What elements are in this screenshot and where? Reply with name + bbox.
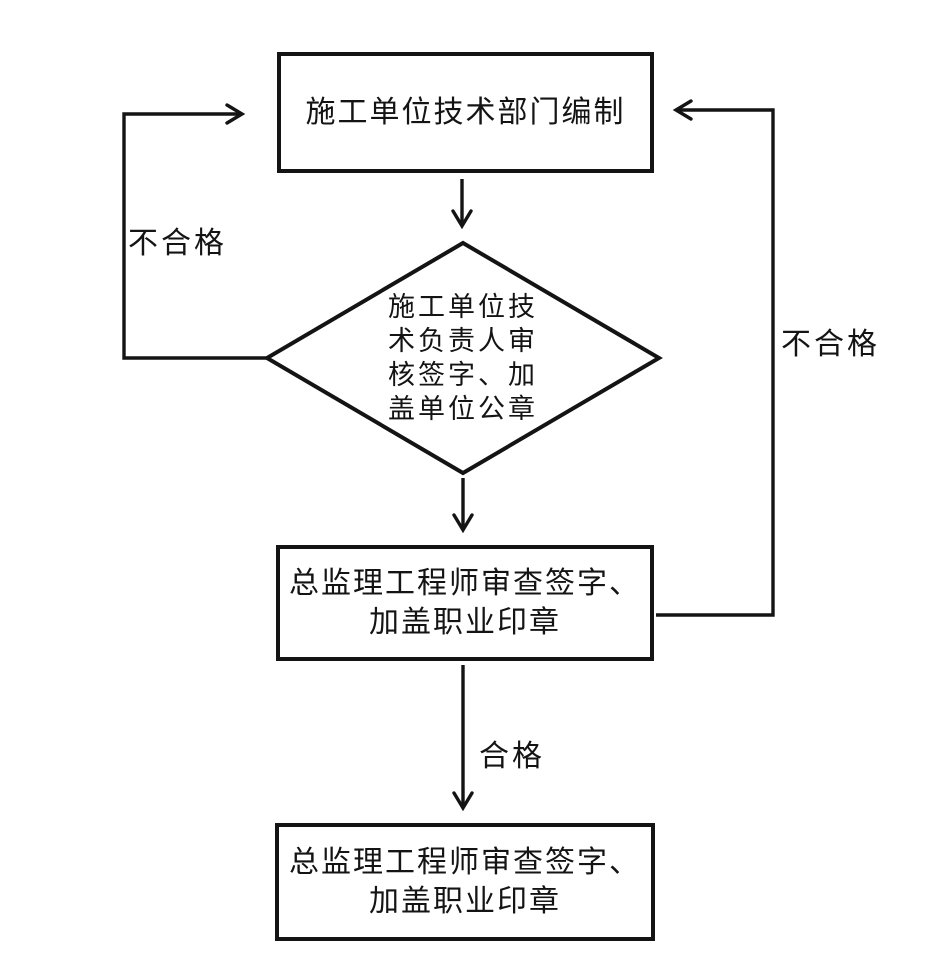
node-middle-box: 总监理工程师审查签字、 加盖职业印章 [276, 545, 654, 661]
edge-label-fail-left: 不合格 [128, 227, 227, 260]
node-top-box: 施工单位技术部门编制 [277, 52, 654, 173]
node-decision-diamond-label: 施工单位技 术负责人审 核签字、加 盖单位公章 [388, 292, 538, 424]
edge-label-fail-right: 不合格 [781, 328, 880, 361]
arrow-fail-loop-right [656, 99, 775, 617]
arrow-fail-loop-left [122, 103, 267, 360]
node-bottom-box: 总监理工程师审查签字、 加盖职业印章 [275, 823, 655, 941]
edge-label-pass: 合格 [479, 740, 545, 773]
decision-diamond-shape [263, 240, 663, 476]
